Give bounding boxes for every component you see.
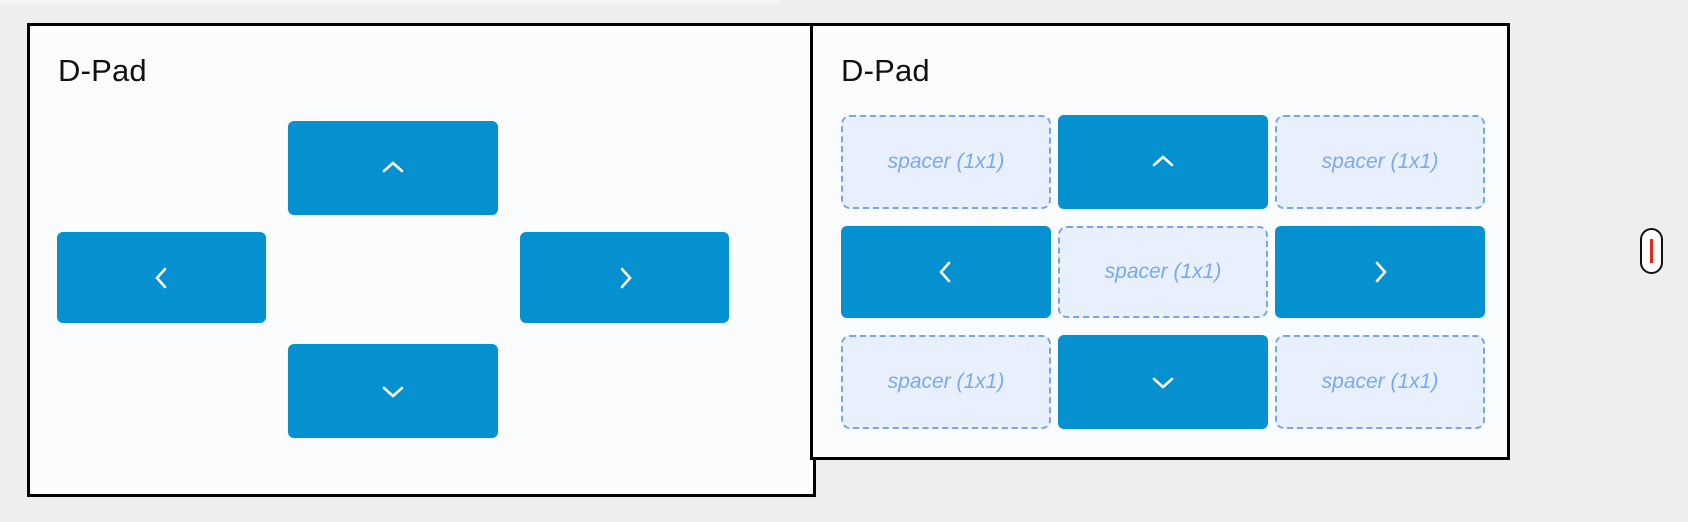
spacer-label: spacer (1x1) bbox=[1104, 260, 1222, 283]
caret-bar-icon bbox=[1650, 239, 1653, 263]
dpad-grid: spacer (1x1) spacer (1x1) spacer (1x1) bbox=[841, 115, 1485, 429]
spacer-label: spacer (1x1) bbox=[1321, 150, 1439, 173]
chevron-up-icon bbox=[1150, 154, 1176, 170]
spacer-label: spacer (1x1) bbox=[1321, 370, 1439, 393]
grid-spacer-bottom-left: spacer (1x1) bbox=[841, 335, 1051, 429]
top-edge-strip-left bbox=[0, 0, 780, 5]
page-title: D-Pad bbox=[841, 53, 930, 88]
text-caret-indicator bbox=[1640, 228, 1663, 274]
page-title: D-Pad bbox=[58, 53, 147, 88]
dpad-up-button[interactable] bbox=[1058, 115, 1268, 209]
chevron-left-icon bbox=[154, 265, 170, 291]
dpad-down-button[interactable] bbox=[1058, 335, 1268, 429]
dpad-left-button[interactable] bbox=[57, 232, 266, 323]
spacer-label: spacer (1x1) bbox=[887, 150, 1005, 173]
chevron-up-icon bbox=[380, 160, 406, 176]
chevron-right-icon bbox=[1372, 259, 1388, 285]
chevron-down-icon bbox=[1150, 374, 1176, 390]
grid-spacer-top-right: spacer (1x1) bbox=[1275, 115, 1485, 209]
dpad-right-button[interactable] bbox=[1275, 226, 1485, 318]
top-edge-strip-right bbox=[780, 0, 1688, 5]
dpad-panel-grid: D-Pad spacer (1x1) spacer (1x1) spacer (… bbox=[810, 23, 1510, 460]
dpad-panel-cross: D-Pad bbox=[27, 23, 816, 497]
spacer-label: spacer (1x1) bbox=[887, 370, 1005, 393]
dpad-up-button[interactable] bbox=[288, 121, 498, 215]
dpad-left-button[interactable] bbox=[841, 226, 1051, 318]
chevron-right-icon bbox=[617, 265, 633, 291]
chevron-down-icon bbox=[380, 383, 406, 399]
grid-spacer-center: spacer (1x1) bbox=[1058, 226, 1268, 318]
dpad-right-button[interactable] bbox=[520, 232, 729, 323]
grid-spacer-top-left: spacer (1x1) bbox=[841, 115, 1051, 209]
dpad-down-button[interactable] bbox=[288, 344, 498, 438]
grid-spacer-bottom-right: spacer (1x1) bbox=[1275, 335, 1485, 429]
chevron-left-icon bbox=[938, 259, 954, 285]
